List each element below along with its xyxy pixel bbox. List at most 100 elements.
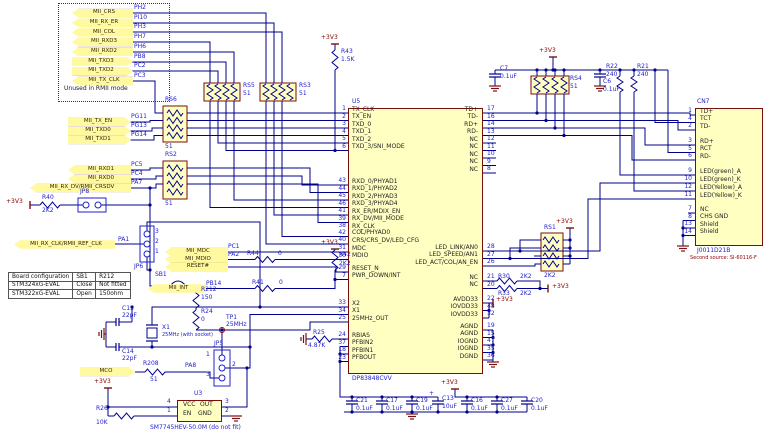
label-n1: 1	[155, 248, 159, 255]
label-v10k: 10K	[96, 419, 108, 426]
u5-pin-number: 34	[338, 306, 346, 314]
u5-pin-number: 4	[342, 127, 346, 135]
label-r40: R40	[42, 194, 54, 201]
u5-pin-name: PFBOUT	[352, 354, 376, 361]
u5-pin-name: AVDD33	[453, 295, 478, 303]
cfg-cell: STM324xG-EVAL	[7, 280, 74, 291]
label-p3v3: +3V3	[6, 198, 23, 205]
label-v25m: 25MHz	[226, 321, 247, 328]
u5-pin-number: 37	[338, 338, 346, 346]
label-sb1: SB1	[155, 271, 167, 278]
u5-pin-name: RXD_2/PHYAD3	[352, 192, 398, 200]
u5-pin-number: 28	[487, 243, 495, 250]
flag-pin-label: PA1	[118, 235, 130, 243]
signal-flag: MII_TXD0	[68, 127, 131, 136]
u5-pin-name: 25MHz_OUT	[352, 314, 389, 322]
cn7-pin-name: LED(Yellow)_K	[700, 191, 742, 199]
u5-pin-number: 47	[487, 337, 495, 344]
label-r212: R212	[201, 286, 217, 293]
u5-pin-name: RXD_3/PHYAD4	[352, 200, 398, 207]
label-u3: U3	[194, 390, 203, 397]
u5-pin-number: 9	[487, 157, 491, 165]
cfg-cell: Not fitted	[95, 280, 131, 291]
u5-pin-number: 3	[342, 120, 346, 127]
label-v01uf: 0.1uF	[471, 405, 488, 412]
label-c15: C15	[122, 305, 134, 312]
label-p3v3: +3V3	[552, 283, 569, 290]
label-rs5: RS5	[243, 82, 255, 89]
label-c27: C27	[501, 397, 513, 404]
label-n4: 4	[167, 398, 171, 405]
label-u5part: DP83848CVV	[352, 375, 392, 382]
u5-pin-name: DGND	[459, 352, 478, 360]
u5-pin-name: PWR_DOWN/INT	[352, 272, 401, 279]
label-cn7note: Second source: SI-60116-F	[690, 255, 757, 261]
signal-flag: MII_TXD3	[72, 57, 133, 66]
cn7-pin-name: LED(Yellow)_A	[700, 183, 743, 191]
u5-pin-name: LED_LINK/AN0	[435, 243, 478, 251]
cfg-header-cell: Board configuration	[7, 272, 74, 282]
signal-flag: MII_COL	[72, 28, 133, 37]
cn7-pin-name: TCT	[700, 115, 712, 122]
label-c6: C6	[603, 78, 612, 85]
cn7-pin-number: 4	[688, 114, 692, 122]
label-r42: R42	[339, 251, 351, 258]
label-v01uf: 0.1uF	[386, 405, 403, 412]
label-v2k2: 2K2	[339, 260, 351, 267]
cfg-cell: STM322xG-EVAL	[7, 289, 74, 299]
flag-pin-label: PC5	[131, 161, 143, 168]
label-jp5: JP5	[214, 340, 224, 347]
cn7-pin-name: TD-	[700, 122, 711, 130]
cn7-pin-number: 5	[688, 144, 692, 152]
label-pa8: PA8	[185, 362, 197, 369]
cn7-pin-name: Shield	[700, 220, 719, 228]
ic-u5-dp83848	[348, 108, 483, 374]
label-v51: 51	[570, 83, 578, 90]
cfg-header-cell: SB1	[72, 272, 97, 282]
label-p3v3: +3V3	[94, 378, 111, 385]
u5-pin-number: 12	[487, 135, 495, 142]
label-v51: 51	[150, 376, 158, 383]
u5-pin-name: NC	[469, 281, 478, 288]
u5-pin-name: LED_SPEED/AN1	[429, 251, 478, 258]
label-p3v3: +3V3	[556, 218, 573, 225]
label-v240: 240	[637, 71, 649, 78]
u5-pin-name: RX_ER/MDIX_EN	[352, 207, 401, 215]
u5-pin-number: 16	[487, 112, 495, 120]
signal-flag: MII_RX_CLK/RMII_REF_CLK	[14, 240, 115, 249]
signal-flag: MII_MDC	[165, 247, 228, 257]
label-v22pf: 22pF	[122, 312, 137, 319]
ic-u3-oscillator	[177, 400, 222, 422]
u5-pin-number: 24	[338, 331, 346, 338]
u5-pin-number: 44	[338, 184, 346, 192]
cn7-pin-number: 10	[684, 175, 692, 182]
label-r25v: 4.87K	[308, 342, 326, 349]
label-n3: 3	[206, 371, 210, 378]
label-r43v: 1.5K	[341, 56, 355, 63]
signal-flag: MII_INT	[148, 284, 206, 293]
u5-pin-name: RD+	[464, 120, 478, 128]
label-v51: 51	[165, 200, 173, 207]
u5-pin-name: IOGND	[457, 337, 478, 345]
label-v01uf: 0.1uF	[416, 405, 433, 412]
u5-pin-name: COL/PHYAD0	[352, 229, 391, 236]
label-c19: C19	[416, 397, 428, 404]
u5-pin-name: RX_DV/MII_MODE	[352, 215, 404, 222]
u5-pin-number: 39	[338, 214, 346, 222]
cn7-pin-number: 6	[688, 152, 692, 159]
label-v22pf: 22pF	[122, 355, 137, 362]
flag-pin-label: PA2	[228, 250, 240, 258]
label-v51: 51	[299, 90, 307, 97]
u5-pin-name: PFBIN1	[352, 346, 374, 354]
u5-pin-number: 11	[487, 142, 495, 150]
cn7-pin-number: 14	[684, 227, 692, 235]
signal-flag: MII_RXD2	[72, 47, 133, 57]
cn7-pin-name: RD-	[700, 152, 711, 160]
cn7-pin-name: LED(green)_K	[700, 175, 741, 183]
u5-pin-number: 46	[338, 199, 346, 207]
label-c21: C21	[356, 397, 368, 404]
signal-flag: MII_RX_ER	[72, 18, 133, 27]
u5-pin-number: 25	[338, 314, 346, 321]
label-v10uf: 10uF	[442, 403, 457, 410]
u5-pin-number: 35	[487, 344, 495, 352]
